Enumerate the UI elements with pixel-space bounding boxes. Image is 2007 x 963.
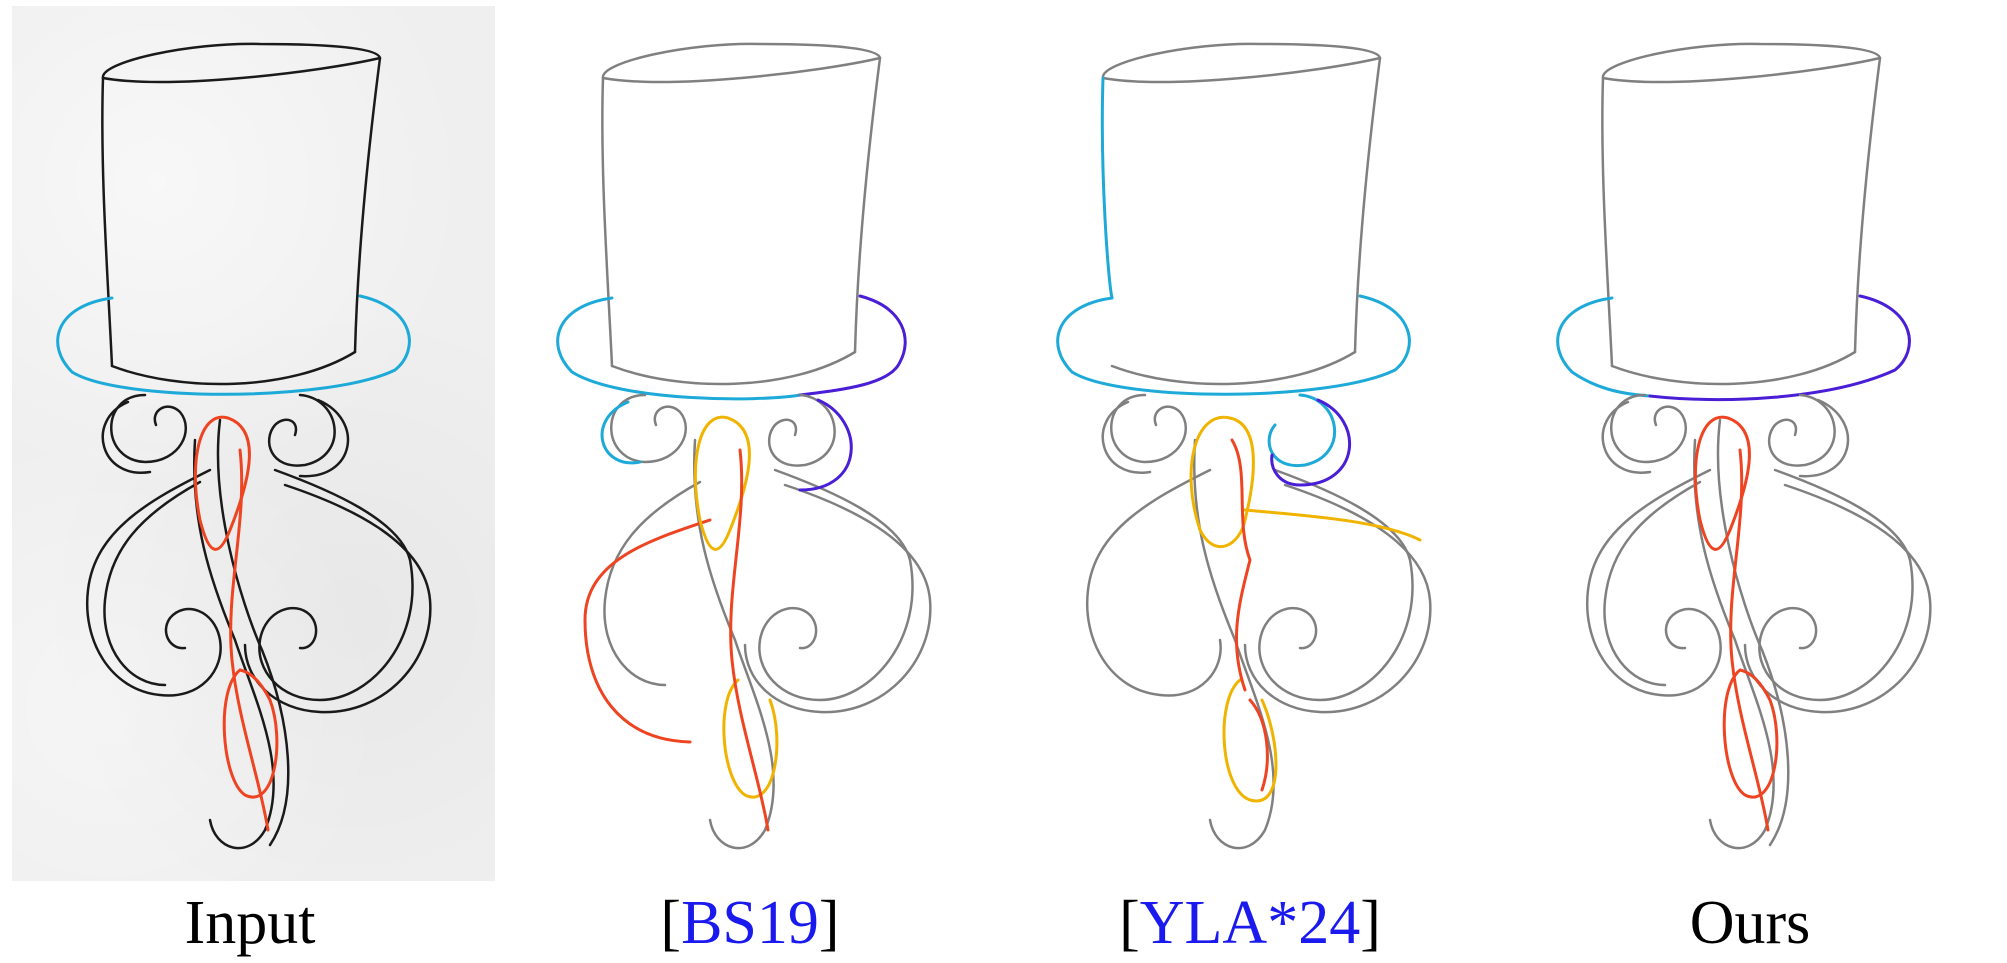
caption-label: Ours <box>1689 889 1811 957</box>
hat-left-cyan <box>1100 76 1114 300</box>
caption-yla24: [YLA*24] <box>1000 888 1500 958</box>
swirl-red <box>1230 438 1269 792</box>
panel-bs19 <box>500 0 1000 880</box>
swirl-strokes <box>1585 393 1932 850</box>
hat-strokes <box>601 42 882 386</box>
swirl-purple <box>798 398 853 492</box>
caption-input: Input <box>0 888 500 958</box>
swirl-cyan <box>600 400 642 465</box>
swirl-yellow <box>1189 415 1422 803</box>
swirl-strokes <box>1085 393 1432 850</box>
swirl-strokes <box>603 393 932 850</box>
hat-strokes <box>1101 42 1382 386</box>
hat-strokes <box>101 42 382 386</box>
caption-bs19: [BS19] <box>500 888 1000 958</box>
ours-result <box>1556 42 1932 850</box>
yla24-result <box>1056 42 1432 850</box>
input-sketch <box>56 42 432 850</box>
panel-yla24 <box>1000 0 1500 880</box>
caption-label: Input <box>184 889 316 957</box>
hat-strokes <box>1601 42 1882 386</box>
caption-suffix: ] <box>1360 889 1381 957</box>
brim-stroke-purple <box>1648 294 1911 402</box>
brim-stroke-purple <box>798 294 907 397</box>
caption-citation-link[interactable]: BS19 <box>681 889 819 957</box>
swirl-cyan <box>1267 393 1337 467</box>
panel-ours <box>1500 0 2000 880</box>
caption-citation-link[interactable]: YLA*24 <box>1139 889 1361 957</box>
caption-prefix: [ <box>660 889 682 957</box>
bs19-result <box>556 42 932 850</box>
caption-prefix: [ <box>1119 889 1140 957</box>
brim-stroke <box>56 294 411 396</box>
caption-ours: Ours <box>1500 888 2000 958</box>
brim-stroke-cyan <box>556 296 802 401</box>
swirl-strokes <box>85 393 432 850</box>
brim-stroke <box>1056 294 1411 396</box>
swirl-yellow <box>693 415 779 799</box>
highlight-strokes <box>193 415 279 832</box>
swirl-red <box>583 518 712 744</box>
brim-stroke-cyan <box>1556 296 1652 398</box>
panel-input <box>0 0 500 881</box>
highlight-strokes <box>1693 415 1779 832</box>
swirl-purple <box>1270 398 1352 487</box>
paper-background <box>12 6 495 881</box>
caption-suffix: ] <box>818 889 840 957</box>
stem-red <box>729 448 770 832</box>
